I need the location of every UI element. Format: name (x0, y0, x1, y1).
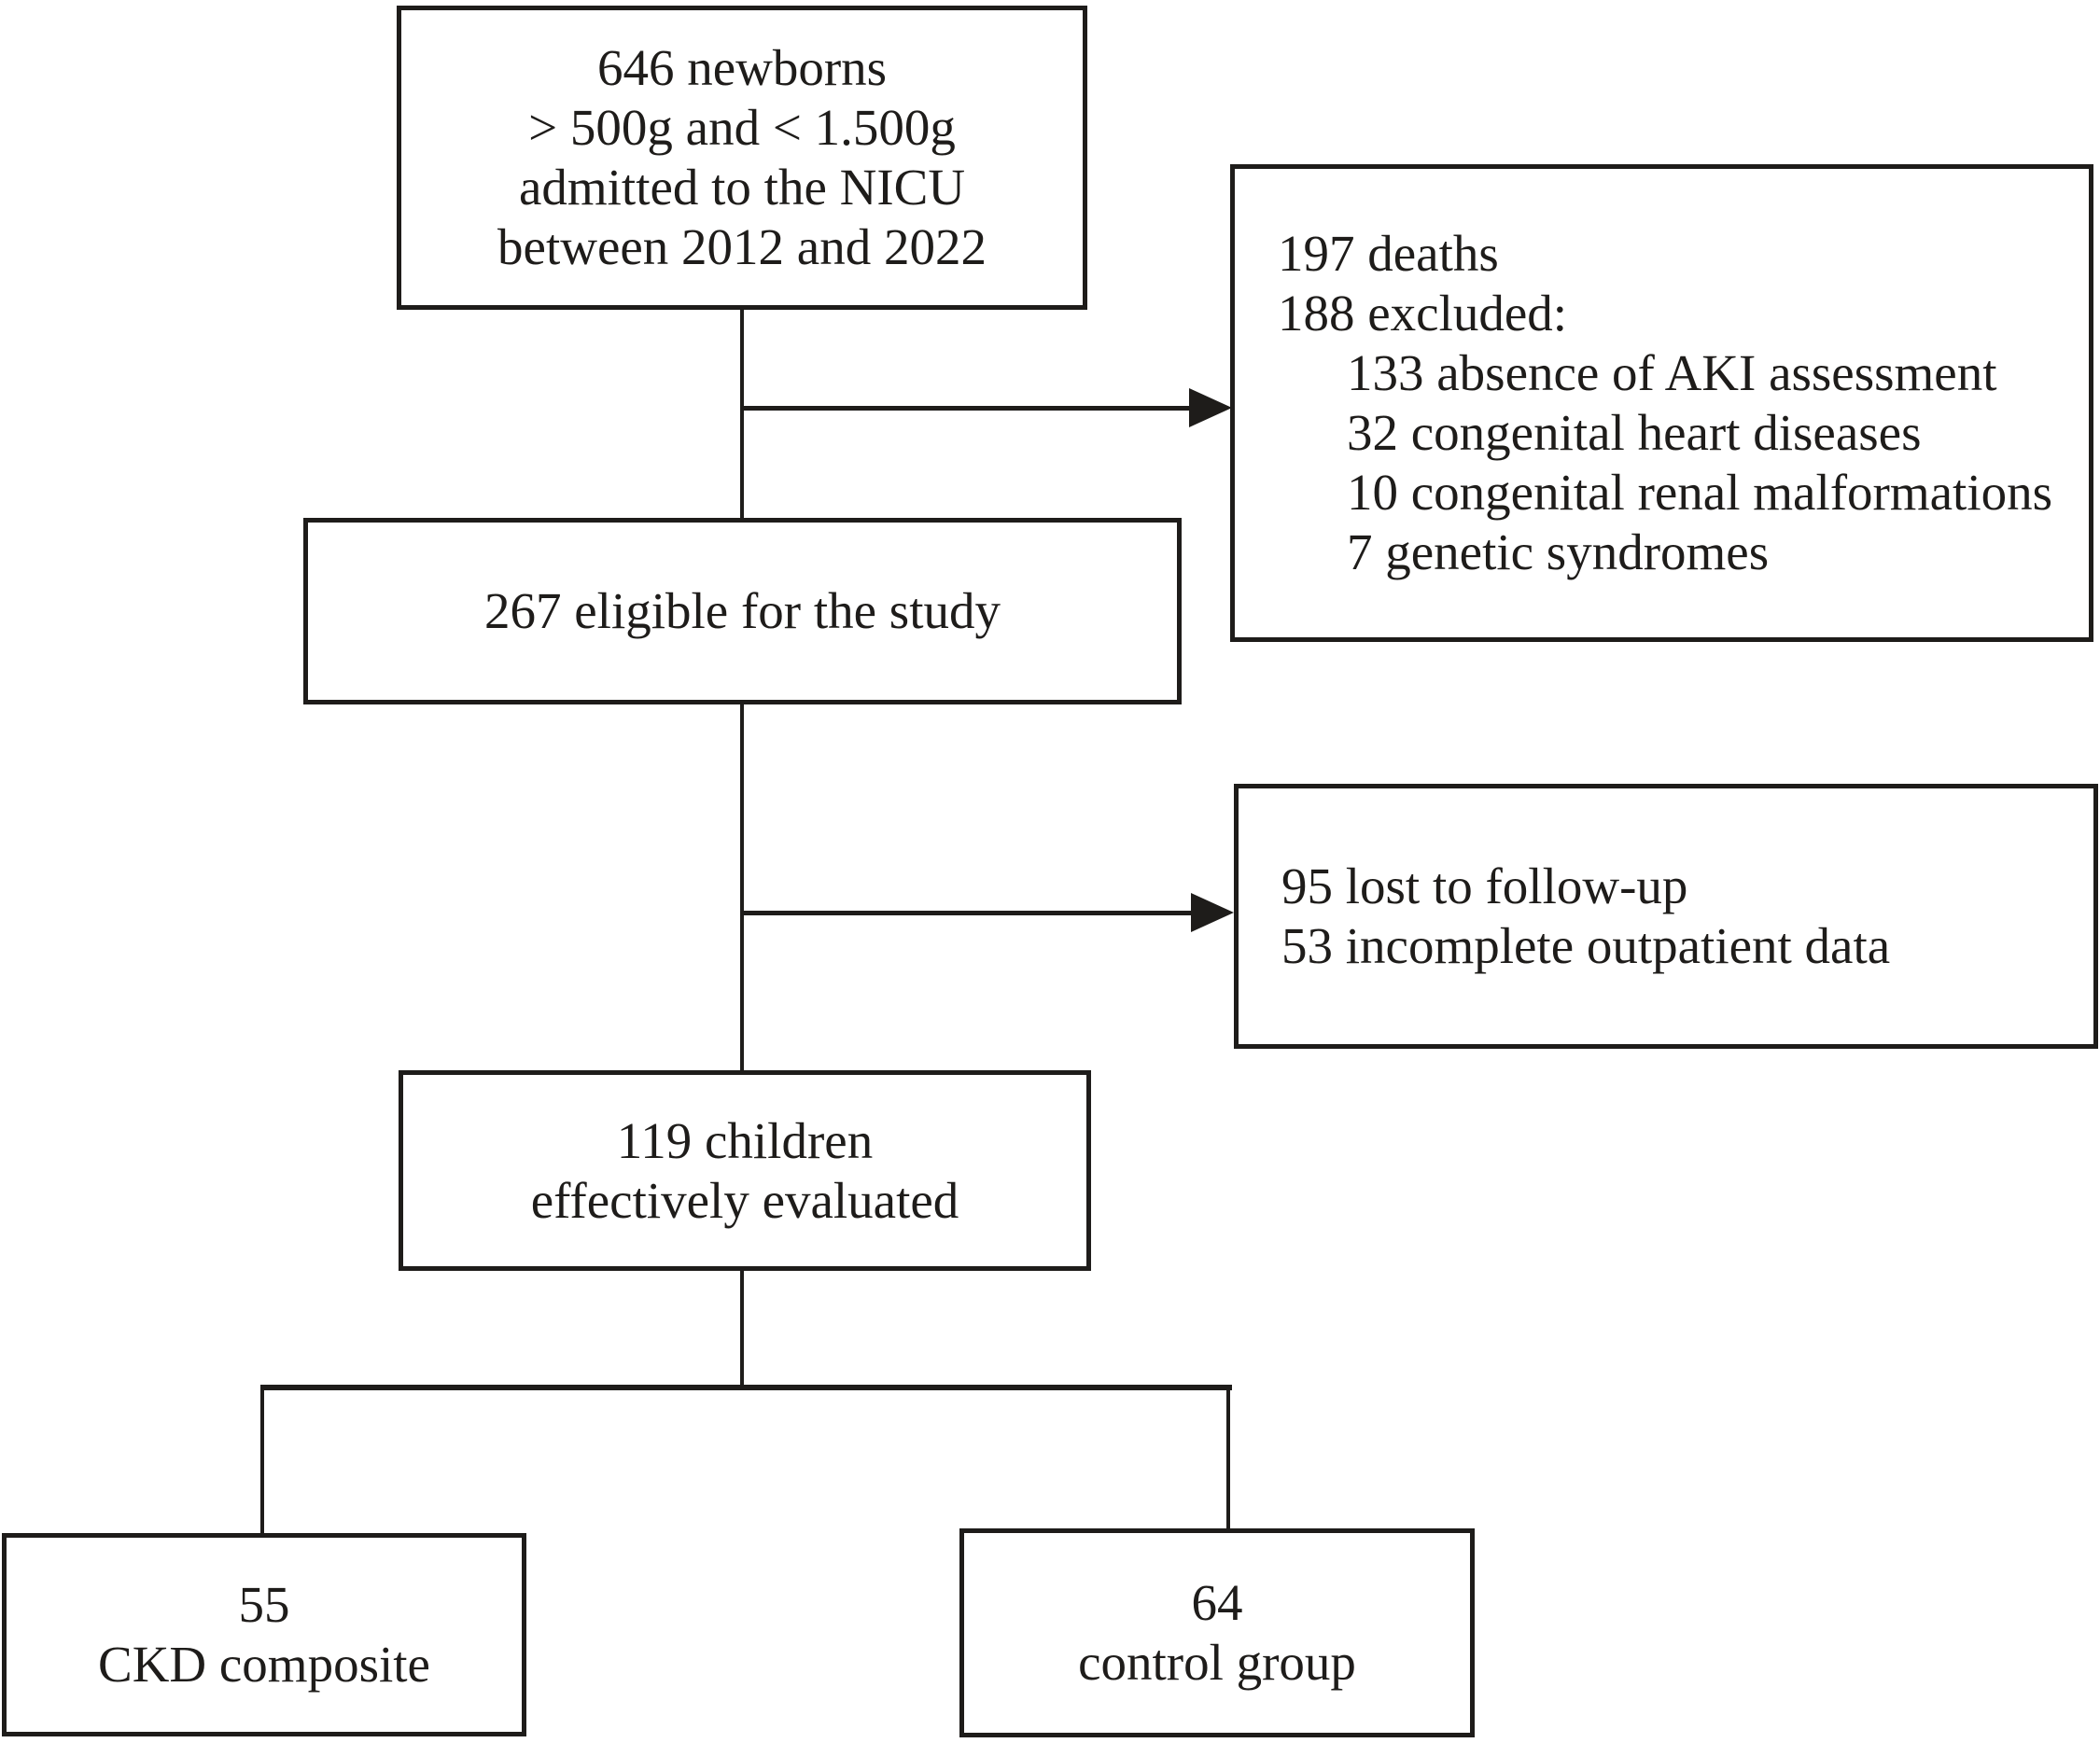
connector-eligible-to-evaluated (740, 703, 744, 1072)
exclusion-sub-line: 32 congenital heart diseases (1347, 404, 1922, 461)
ckd-group-line: 55 (238, 1576, 290, 1633)
connector-evaluated-to-branch (740, 1269, 744, 1388)
control-group-box: 64 control group (959, 1528, 1475, 1737)
arrowhead-right-icon (1191, 893, 1234, 932)
exclusion-sub-line: 7 genetic syndromes (1347, 523, 1770, 580)
followup-exclusion-line: 53 incomplete outpatient data (1281, 917, 1891, 974)
initial-exclusions-box: 197 deaths 188 excluded: 133 absence of … (1230, 164, 2093, 642)
followup-exclusion-line: 95 lost to follow-up (1281, 858, 1688, 914)
enrollment-line: > 500g and < 1.500g (528, 99, 956, 156)
exclusion-sub-line: 133 absence of AKI assessment (1347, 344, 1997, 401)
eligible-box: 267 eligible for the study (303, 518, 1182, 704)
exclusion-sub-line: 10 congenital renal malformations (1347, 464, 2053, 521)
ckd-composite-box: 55 CKD composite (2, 1533, 526, 1736)
arrow-followup-exclusions (742, 911, 1194, 915)
enrollment-box: 646 newborns > 500g and < 1.500g admitte… (397, 6, 1087, 310)
control-group-line: 64 (1191, 1574, 1243, 1631)
evaluated-line: 119 children (616, 1111, 874, 1169)
branch-right-drop-line (1226, 1385, 1230, 1530)
control-group-line: control group (1078, 1634, 1356, 1691)
eligible-line: 267 eligible for the study (484, 582, 1001, 639)
ckd-group-line: CKD composite (98, 1636, 430, 1693)
exclusion-line: 188 excluded: (1278, 285, 1568, 342)
exclusion-line: 197 deaths (1278, 225, 1499, 282)
enrollment-line: between 2012 and 2022 (497, 218, 987, 275)
followup-exclusions-box: 95 lost to follow-up 53 incomplete outpa… (1234, 784, 2098, 1049)
enrollment-line: admitted to the NICU (518, 159, 966, 216)
branch-horizontal-line (260, 1385, 1232, 1390)
arrow-initial-exclusions (742, 406, 1192, 411)
evaluated-box: 119 children effectively evaluated (399, 1070, 1091, 1271)
arrowhead-right-icon (1189, 388, 1232, 427)
enrollment-line: 646 newborns (596, 39, 888, 96)
evaluated-line: effectively evaluated (530, 1171, 959, 1229)
connector-enrollment-to-eligible (740, 308, 744, 521)
branch-left-drop-line (260, 1385, 264, 1535)
